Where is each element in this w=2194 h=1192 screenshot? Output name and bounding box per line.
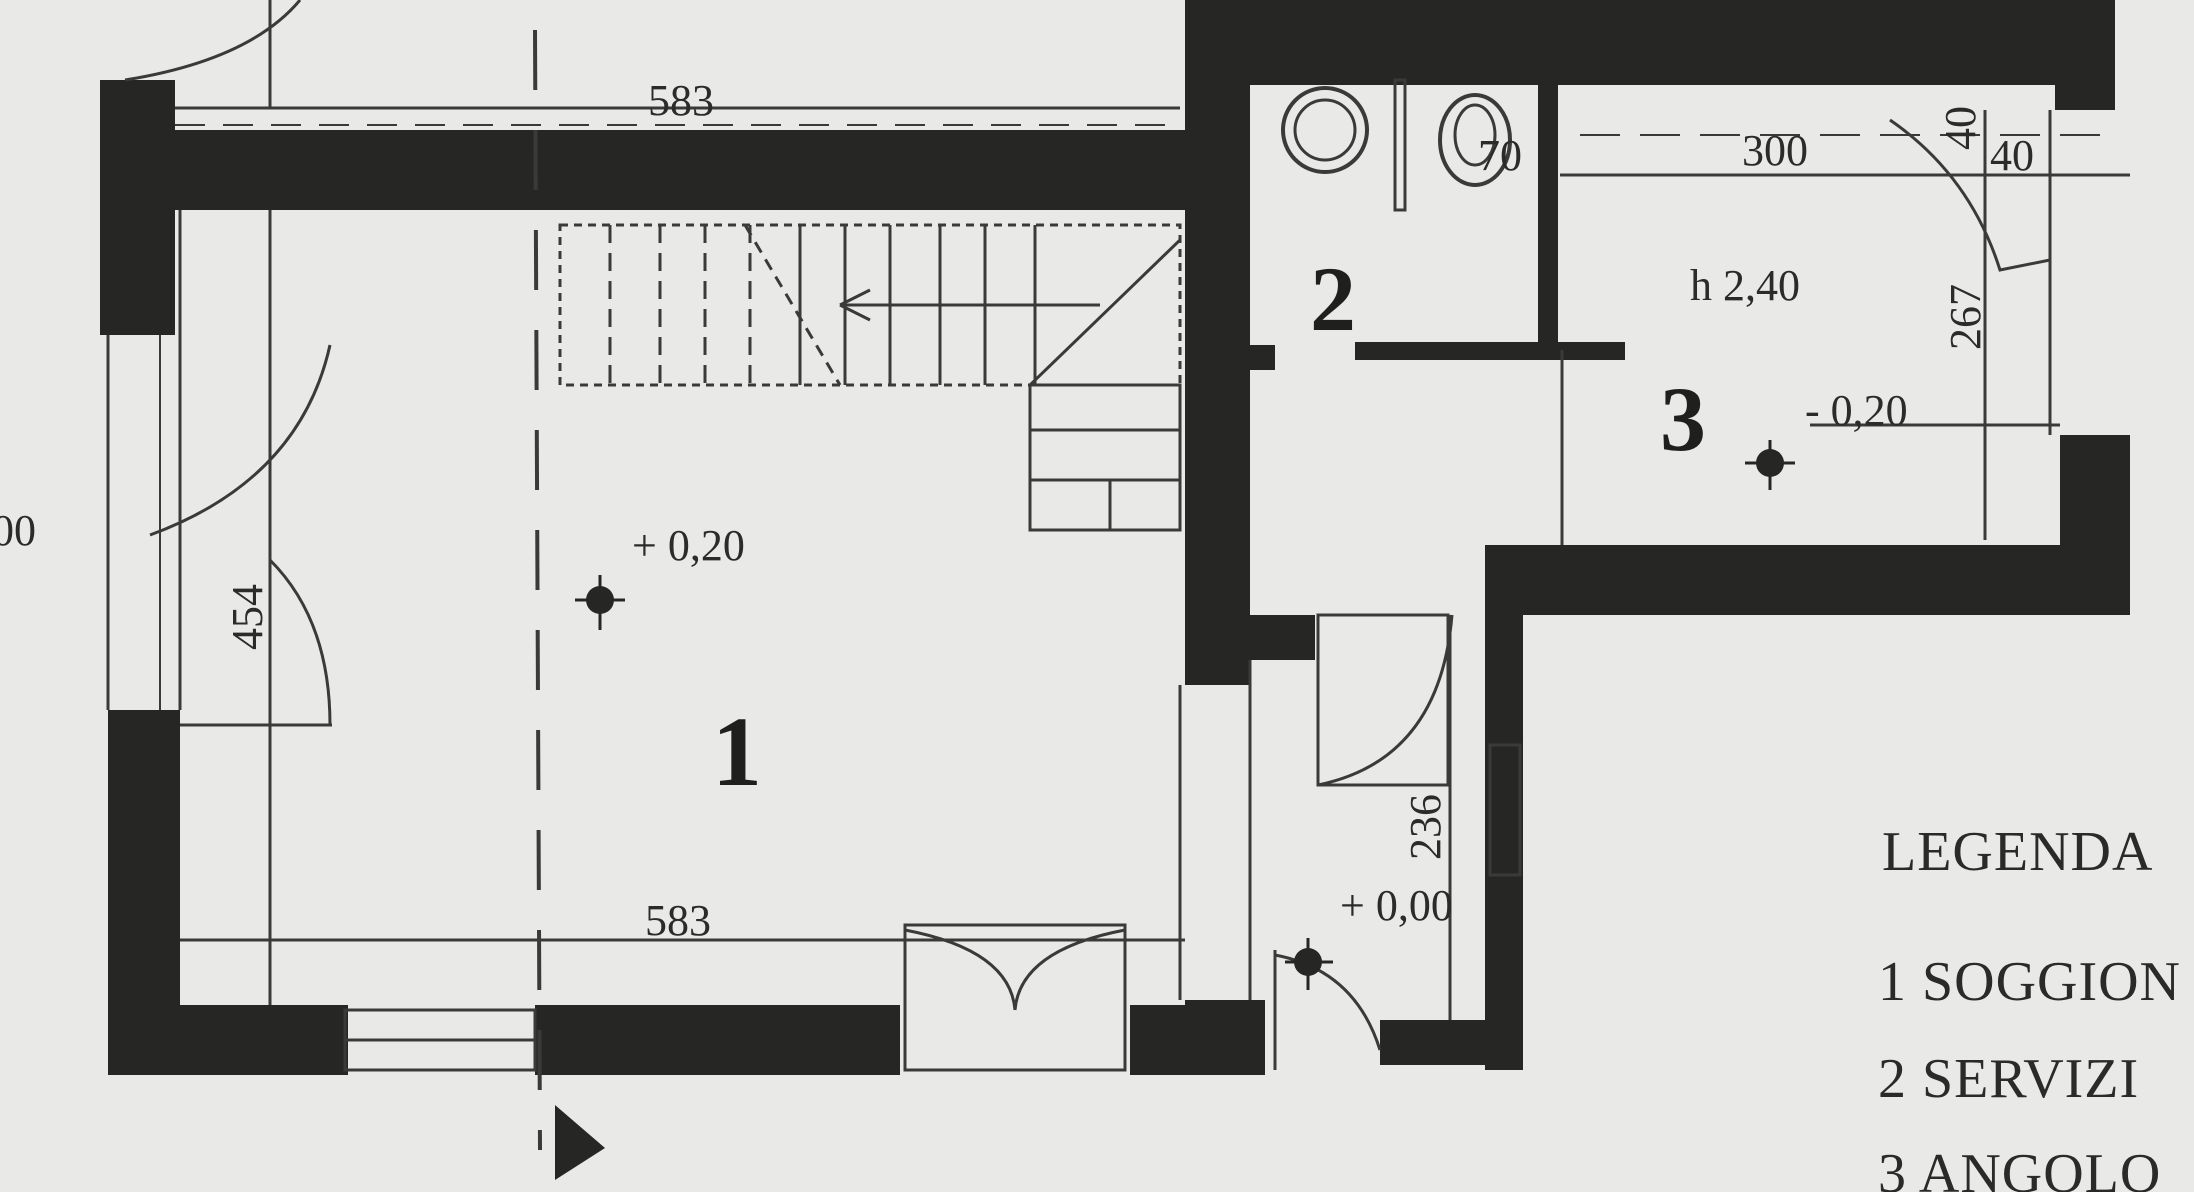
- wall-center-vertical: [1185, 0, 1250, 685]
- dim-room3-width: 300: [1742, 126, 1808, 175]
- bath-pipe: [1393, 78, 1407, 212]
- dim-room3-height: 267: [1941, 284, 1990, 350]
- entrance-door-arc: [1273, 950, 1382, 1070]
- room-number-2: 2: [1310, 248, 1356, 350]
- wall-left-upper: [100, 80, 175, 335]
- wall-bottom-mid: [535, 1005, 900, 1075]
- top-door-arc: [124, 0, 302, 82]
- left-door-arc-top: [149, 344, 332, 537]
- plan-lines: [106, 0, 2130, 1151]
- dim-wall-small-2: 40: [1990, 131, 2034, 180]
- wall-hall-top: [1250, 615, 1315, 660]
- room-number-3: 3: [1660, 368, 1706, 470]
- wall-hall-bottom-right: [1380, 1020, 1520, 1065]
- legend-item-2: 2 SERVIZI: [1878, 1048, 2139, 1110]
- level-entrance: + 0,00: [1340, 881, 1453, 930]
- hall-door-frame: [1316, 613, 1450, 787]
- legend-title: LEGENDA: [1882, 821, 2153, 883]
- hall-door-arc: [1317, 614, 1454, 787]
- dim-bottom-width: 583: [645, 896, 711, 945]
- dim-bath-small: 70: [1478, 131, 1522, 180]
- section-cut-line: [533, 29, 542, 1151]
- stairs-upper: [558, 223, 1182, 387]
- wall-bottom-left: [108, 1005, 348, 1075]
- hall-radiator: [1488, 743, 1522, 877]
- dimension-labels: 583 583 454 236 300 267 40 40 70 00: [0, 76, 2034, 945]
- wall-bath-bottom: [1355, 342, 1625, 360]
- bath-sink-outer: [1281, 86, 1369, 174]
- wall-stub: [1250, 345, 1275, 370]
- double-door-arc-right: [1013, 928, 1126, 1011]
- room-number-1: 1: [712, 696, 762, 807]
- stairs-diagonal-2: [1028, 238, 1182, 387]
- legend: LEGENDA 1 SOGGION 2 SERVIZI 3 ANGOLO: [1878, 821, 2181, 1192]
- dim-top-width: 583: [648, 76, 714, 125]
- wall-right-upper: [2055, 0, 2115, 110]
- stairs-lower: [1028, 383, 1182, 532]
- section-arrow: [555, 1105, 605, 1180]
- level-marker-living: [575, 575, 625, 630]
- wall-hall-bottom-left: [1185, 1000, 1265, 1075]
- left-door-arc-bottom: [268, 558, 332, 726]
- level-markers: [555, 440, 1795, 1180]
- level-labels: + 0,20 + 0,00 - 0,20 h 2,40: [632, 261, 1908, 930]
- bath-toilet-inner: [1453, 103, 1497, 167]
- level-room3: - 0,20: [1805, 386, 1908, 435]
- double-door-frame: [903, 923, 1127, 1072]
- walls: [100, 0, 2130, 1075]
- bath-toilet: [1438, 93, 1512, 187]
- stairs-arrow-head: [839, 288, 871, 322]
- legend-item-1: 1 SOGGION: [1878, 951, 2181, 1013]
- double-door-arc-left: [904, 928, 1017, 1011]
- wall-top-left: [100, 130, 1185, 210]
- staircase: [558, 223, 1182, 532]
- wall-bath-partition: [1538, 80, 1558, 350]
- room-numbers: 1 2 3: [712, 248, 1706, 807]
- wall-room3-bottom: [1485, 545, 2130, 615]
- level-living: + 0,20: [632, 521, 745, 570]
- dim-left-height: 454: [223, 584, 272, 650]
- bath-sink-inner: [1293, 98, 1357, 162]
- wall-top-right: [1185, 0, 2105, 85]
- dim-hall-height: 236: [1401, 794, 1450, 860]
- dim-left-cut: 00: [0, 506, 36, 555]
- room3-door-arc: [1889, 118, 2051, 272]
- legend-item-3: 3 ANGOLO: [1878, 1143, 2161, 1192]
- level-marker-entrance: [1285, 938, 1333, 990]
- level-marker-room3: [1745, 440, 1795, 490]
- room3-ceiling-height: h 2,40: [1690, 261, 1800, 310]
- stairs-diagonal: [743, 224, 842, 386]
- dim-wall-small-1: 40: [1936, 106, 1985, 150]
